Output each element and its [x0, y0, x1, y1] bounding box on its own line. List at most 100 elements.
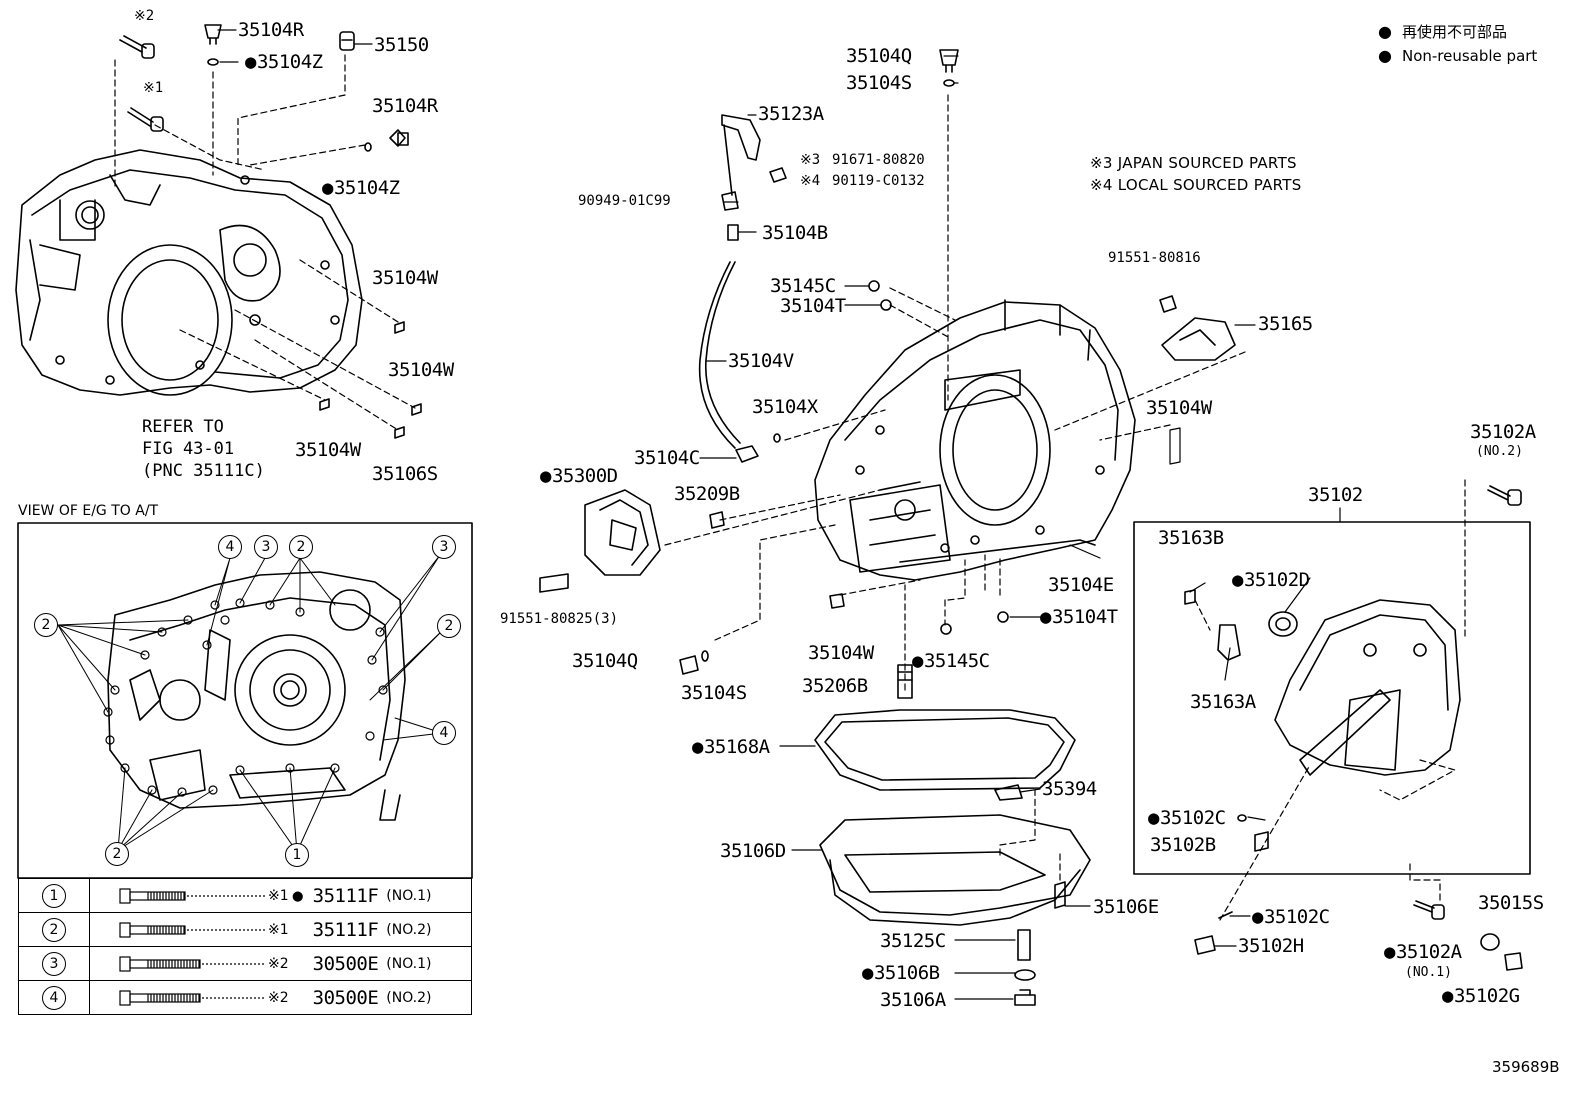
refer-line-2: FIG 43-01 — [142, 439, 235, 459]
part-35106E[interactable]: 35106E — [1093, 896, 1159, 918]
note-japan-sourced: ※3 JAPAN SOURCED PARTS — [1090, 154, 1297, 172]
inset-leaders — [57, 554, 447, 853]
bolt-part-number[interactable]: 35111F — [312, 918, 379, 941]
callout-2-right: 2 — [437, 614, 461, 638]
part-35104T-top[interactable]: 35104T — [780, 295, 846, 317]
part-35102C-lower[interactable]: 35102C — [1252, 907, 1330, 927]
bolt-part-number[interactable]: 30500E — [312, 986, 379, 1009]
part-35104R-second[interactable]: 35104R — [372, 95, 438, 117]
part-35104T-bottom[interactable]: 35104T — [1040, 607, 1118, 627]
part-35102H[interactable]: 35102H — [1238, 935, 1304, 957]
part-35104C[interactable]: 35104C — [634, 447, 700, 469]
part-91551-80825[interactable]: 91551-80825(3) — [500, 611, 619, 627]
part-35104R-top[interactable]: 35104R — [238, 19, 304, 41]
callout-1-bottom: 1 — [285, 843, 309, 867]
part-35104B[interactable]: 35104B — [762, 222, 828, 244]
part-90949-01C99[interactable]: 90949-01C99 — [578, 193, 671, 209]
dipstick-tube-illustration — [698, 49, 959, 463]
part-35104W-c[interactable]: 35104W — [295, 439, 361, 461]
bolt-detail-cell: ※2 30500E (NO.2) — [89, 980, 472, 1015]
bolt-part-number[interactable]: 35111F — [312, 884, 379, 907]
refer-line-1: REFER TO — [142, 417, 224, 437]
bolt-note: ※1 — [268, 887, 289, 904]
part-35165[interactable]: 35165 — [1258, 313, 1313, 335]
part-35209B[interactable]: 35209B — [674, 483, 740, 505]
part-35102A-no2[interactable]: 35102A — [1470, 421, 1536, 443]
asterisk-2-label: ※2 — [134, 8, 155, 24]
part-35102[interactable]: 35102 — [1308, 484, 1363, 506]
part-35104X[interactable]: 35104X — [752, 396, 818, 418]
right-lower-fasteners — [1194, 485, 1523, 971]
part-35163B[interactable]: 35163B — [1158, 527, 1224, 549]
bracket-35165-illustration — [1159, 295, 1236, 465]
bolt-icon — [119, 921, 266, 938]
bolt-tag: (NO.2) — [386, 989, 432, 1006]
part-91671-80820[interactable]: 91671-80820 — [832, 152, 925, 168]
callout-2-top: 2 — [289, 535, 313, 559]
bolt-part-number[interactable]: 30500E — [312, 952, 379, 975]
part-35104Q-top[interactable]: 35104Q — [846, 45, 912, 67]
bolt-detail-cell: ※1●35111F(NO.1) — [89, 878, 472, 913]
part-35206B[interactable]: 35206B — [802, 675, 868, 697]
part-35102B[interactable]: 35102B — [1150, 834, 1216, 856]
eg-to-at-view-illustration — [57, 554, 447, 853]
asterisk-4-label: ※4 — [800, 173, 821, 189]
part-35104S-bottom[interactable]: 35104S — [681, 682, 747, 704]
bolt-note: ※2 — [268, 989, 289, 1006]
part-35106D[interactable]: 35106D — [720, 840, 786, 862]
transaxle-housing-illustration — [15, 149, 363, 396]
part-91551-80816[interactable]: 91551-80816 — [1108, 250, 1201, 266]
part-35104Z-top[interactable]: 35104Z — [245, 52, 323, 72]
part-35104W-a[interactable]: 35104W — [372, 267, 438, 289]
part-35163A[interactable]: 35163A — [1190, 691, 1256, 713]
part-35102C-upper[interactable]: 35102C — [1148, 808, 1226, 828]
part-35394[interactable]: 35394 — [1042, 778, 1097, 800]
bolt-tag: (NO.2) — [386, 921, 432, 938]
bolt-table-row: 1※1●35111F(NO.1) — [18, 878, 472, 913]
part-35145C-bottom[interactable]: 35145C — [912, 651, 990, 671]
callout-3-right: 3 — [432, 535, 456, 559]
part-35104S-top[interactable]: 35104S — [846, 72, 912, 94]
part-35102D[interactable]: 35102D — [1232, 570, 1310, 590]
callout-4-top: 4 — [218, 535, 242, 559]
part-35106S[interactable]: 35106S — [372, 463, 438, 485]
part-35168A[interactable]: 35168A — [692, 737, 770, 757]
bolt-table-row: 4 ※2 30500E (NO.2) — [18, 980, 472, 1015]
part-35104Z-second[interactable]: 35104Z — [322, 178, 400, 198]
part-35104W-d[interactable]: 35104W — [1146, 397, 1212, 419]
bolt-index-cell: 4 — [18, 980, 90, 1015]
part-35102G[interactable]: 35102G — [1442, 986, 1520, 1006]
bolt-icon — [119, 887, 266, 904]
bolt-index-cell: 2 — [18, 912, 90, 947]
bolt-icon — [119, 989, 266, 1006]
refer-line-3: (PNC 35111C) — [142, 461, 265, 481]
oil-pan-gasket-illustration — [814, 709, 1076, 801]
part-35104E[interactable]: 35104E — [1048, 574, 1114, 596]
lower-small-parts — [679, 593, 1009, 699]
part-35104Q-bottom[interactable]: 35104Q — [572, 650, 638, 672]
callout-3-top: 3 — [254, 535, 278, 559]
part-35150[interactable]: 35150 — [374, 34, 429, 56]
part-35015S[interactable]: 35015S — [1478, 892, 1544, 914]
part-35125C[interactable]: 35125C — [880, 930, 946, 952]
part-35104W-b[interactable]: 35104W — [388, 359, 454, 381]
part-35104W-e[interactable]: 35104W — [808, 642, 874, 664]
refer-note: REFER TO FIG 43-01 (PNC 35111C) — [142, 416, 265, 482]
part-35123A[interactable]: 35123A — [758, 103, 824, 125]
part-35106A[interactable]: 35106A — [880, 989, 946, 1011]
part-35104V[interactable]: 35104V — [728, 350, 794, 372]
part-35102A-no1[interactable]: 35102A — [1384, 942, 1462, 962]
legend-en: Non-reusable part — [1378, 44, 1537, 68]
part-35300D[interactable]: 35300D — [540, 466, 618, 486]
part-90119-C0132[interactable]: 90119-C0132 — [832, 173, 925, 189]
solenoid-35300d-illustration — [539, 489, 725, 593]
side-cover-35102-illustration — [1184, 589, 1461, 852]
part-35106B[interactable]: 35106B — [862, 963, 940, 983]
part-35145C-top[interactable]: 35145C — [770, 275, 836, 297]
